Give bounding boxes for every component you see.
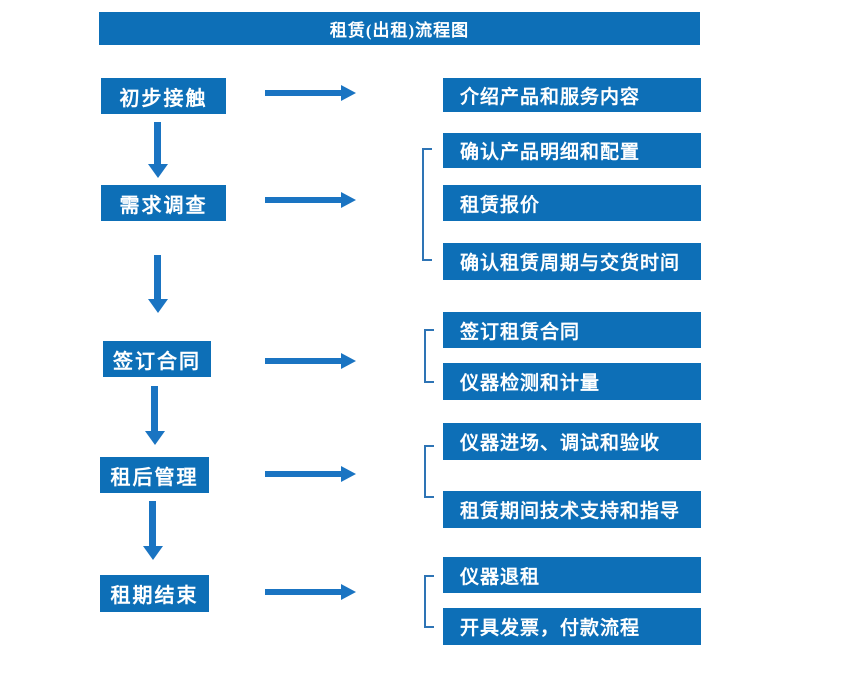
down-arrow-1 [154, 122, 161, 164]
step-box-initial-contact: 初步接触 [101, 78, 226, 114]
down-arrow-4 [149, 501, 156, 546]
detail-box-instrument-setup: 仪器进场、调试和验收 [443, 423, 701, 460]
right-arrow-2 [265, 197, 341, 203]
detail-box-sign-rental-contract: 签订租赁合同 [443, 312, 701, 348]
detail-box-invoice-payment: 开具发票，付款流程 [443, 608, 701, 645]
right-arrow-4 [265, 471, 341, 477]
step-box-rental-end: 租期结束 [100, 575, 209, 612]
down-arrow-3 [151, 386, 158, 431]
right-arrow-5 [265, 589, 341, 595]
right-arrow-3 [265, 358, 341, 364]
bracket-rental-end [424, 575, 434, 628]
step-box-demand-survey: 需求调查 [101, 185, 226, 221]
detail-box-rental-quote: 租赁报价 [443, 185, 701, 221]
down-arrow-2 [154, 255, 161, 299]
detail-box-instrument-return: 仪器退租 [443, 557, 701, 593]
bracket-demand-survey [422, 148, 432, 261]
detail-box-confirm-period: 确认租赁周期与交货时间 [443, 243, 701, 280]
detail-box-confirm-product-spec: 确认产品明细和配置 [443, 133, 701, 168]
detail-box-tech-support: 租赁期间技术支持和指导 [443, 491, 701, 528]
detail-box-instrument-testing: 仪器检测和计量 [443, 363, 701, 400]
right-arrow-1 [265, 90, 341, 96]
detail-box-intro-products: 介绍产品和服务内容 [443, 78, 701, 112]
page-title: 租赁(出租)流程图 [99, 12, 700, 45]
step-box-sign-contract: 签订合同 [103, 341, 211, 377]
bracket-post-rental [424, 445, 434, 498]
bracket-sign-contract [424, 329, 434, 383]
step-box-post-rental-management: 租后管理 [100, 457, 209, 493]
